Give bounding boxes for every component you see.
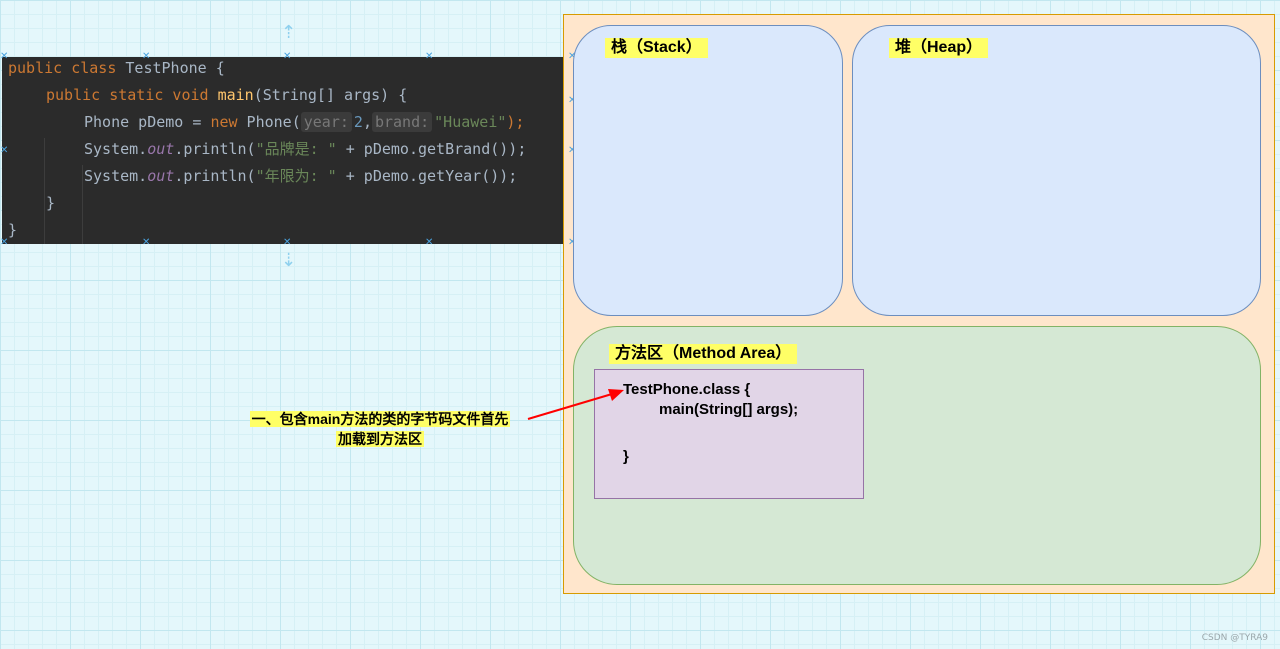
indent-guide — [44, 138, 45, 244]
keyword: new — [210, 113, 238, 131]
keyword: public static void — [46, 86, 218, 104]
selection-handle[interactable]: ✕ — [568, 146, 576, 156]
code-text: + pDemo.getYear()); — [336, 167, 518, 185]
string-literal: "Huawei" — [434, 113, 507, 131]
class-name: TestPhone — [125, 59, 207, 77]
selection-handle[interactable]: ✕ — [283, 237, 292, 248]
selection-handle[interactable]: ✕ — [0, 145, 9, 156]
code-text: , — [362, 113, 372, 131]
string-literal: "年限为: " — [255, 167, 337, 185]
string-literal: "品牌是: " — [255, 140, 337, 158]
code-text: .println( — [174, 167, 256, 185]
selection-handle[interactable]: ✕ — [0, 51, 9, 62]
code-line-main: public static void main(String[] args) { — [46, 82, 407, 109]
selection-handle[interactable]: ✕ — [568, 96, 576, 106]
code-text: + pDemo.getBrand()); — [336, 140, 527, 158]
stack-label: 栈（Stack） — [605, 38, 708, 58]
number-literal: 2 — [353, 113, 363, 131]
annotation-line-2: 加载到方法区 — [336, 431, 424, 447]
static-field: out — [147, 140, 175, 158]
param-hint-year: year: — [300, 112, 352, 132]
watermark: CSDN @TYRA9 — [1201, 633, 1268, 643]
keyword: public class — [8, 59, 126, 77]
method-area-label: 方法区（Method Area） — [609, 344, 798, 364]
selection-handle[interactable]: ✕ — [568, 51, 577, 62]
code-text: .println( — [174, 140, 256, 158]
code-line-class: public class TestPhone { — [8, 57, 225, 82]
code-text: } — [8, 221, 18, 239]
resize-up-arrow-icon[interactable]: ⇡ — [281, 22, 297, 43]
code-text: Phone pDemo = — [84, 113, 211, 131]
selection-handle[interactable]: ✕ — [142, 237, 151, 248]
selection-handle[interactable]: ✕ — [283, 51, 292, 62]
heap-region[interactable] — [852, 25, 1261, 316]
testphone-class-box[interactable]: TestPhone.class { main(String[] args); } — [594, 369, 864, 499]
param-hint-brand: brand: — [371, 112, 433, 132]
class-box-line: main(String[] args); — [659, 401, 799, 418]
code-editor: public class TestPhone { public static v… — [2, 57, 563, 244]
stack-region[interactable] — [573, 25, 843, 316]
selection-handle[interactable]: ✕ — [0, 237, 9, 248]
annotation-text: 一、包含main方法的类的字节码文件首先 加载到方法区 — [232, 409, 528, 449]
indent-guide — [82, 165, 83, 244]
heap-label: 堆（Heap） — [889, 38, 989, 58]
selection-handle[interactable]: ✕ — [568, 238, 576, 248]
method-name: main — [217, 86, 254, 104]
class-box-line: } — [623, 448, 629, 465]
selection-handle[interactable]: ✕ — [142, 51, 151, 62]
annotation-line-1: 一、包含main方法的类的字节码文件首先 — [249, 411, 511, 427]
class-box-line: TestPhone.class { — [623, 381, 751, 398]
selection-handle[interactable]: ✕ — [425, 51, 434, 62]
code-text: { — [206, 59, 225, 77]
code-line-print-year: System.out.println("年限为: " + pDemo.getYe… — [84, 163, 517, 190]
static-field: out — [147, 167, 175, 185]
code-text: System. — [84, 167, 148, 185]
code-line-close-class: } — [8, 217, 17, 244]
code-text: (String[] args) { — [253, 86, 408, 104]
selection-handle[interactable]: ✕ — [425, 237, 434, 248]
code-line-print-brand: System.out.println("品牌是: " + pDemo.getBr… — [84, 136, 526, 163]
code-text: Phone( — [237, 113, 301, 131]
code-line-new-phone: Phone pDemo = new Phone(year:2,brand:"Hu… — [84, 109, 524, 136]
resize-down-arrow-icon[interactable]: ⇣ — [281, 250, 297, 271]
code-text: System. — [84, 140, 148, 158]
code-text: ); — [506, 113, 525, 131]
code-line-close-main: } — [46, 190, 55, 217]
code-text: } — [46, 194, 56, 212]
